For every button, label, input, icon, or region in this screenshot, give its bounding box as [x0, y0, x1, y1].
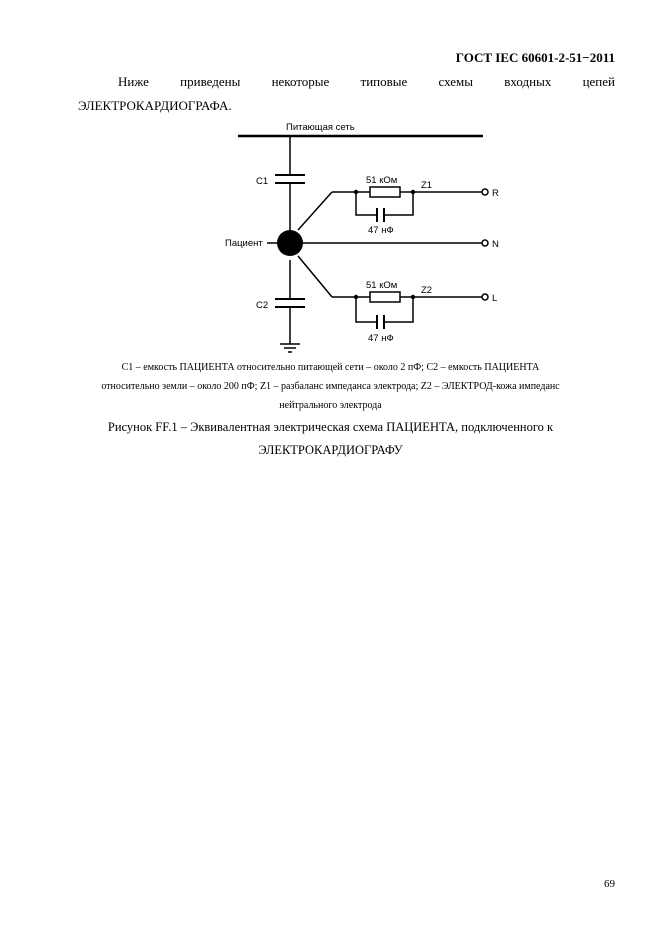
- figure-caption: Рисунок FF.1 – Эквивалентная электрическ…: [40, 416, 621, 462]
- legend-line: нейтрального электрода: [279, 400, 382, 411]
- intro-word: схемы: [438, 74, 474, 89]
- intro-word: Ниже: [118, 74, 149, 89]
- terminal-l-label: L: [492, 293, 497, 304]
- r-capacitor-loop-right: [384, 192, 414, 216]
- legend-line: относительно земли – около 200 пФ; Z1 – …: [101, 381, 560, 392]
- intro-word: типовые: [360, 74, 408, 89]
- figure-legend: С1 – емкость ПАЦИЕНТА относительно питаю…: [60, 358, 601, 415]
- r-junction-right: [410, 189, 416, 195]
- z2-label: Z2: [421, 285, 432, 296]
- z1-label: Z1: [421, 180, 432, 191]
- r-diagonal-wire: [297, 191, 333, 231]
- resistor-bottom-label: 51 кОм: [366, 280, 397, 291]
- legend-line: С1 – емкость ПАЦИЕНТА относительно питаю…: [121, 362, 540, 373]
- patient-node: [277, 230, 303, 256]
- intro-text-line2: ЭЛЕКТРОКАРДИОГРАФА.: [78, 98, 232, 113]
- l-capacitor-loop-left: [355, 297, 377, 323]
- resistor-top-label: 51 кОм: [366, 175, 397, 186]
- l-junction-left: [353, 294, 359, 300]
- r-capacitor-loop-left: [355, 192, 377, 216]
- terminal-l-icon: [481, 293, 489, 301]
- patient-label: Пациент: [225, 238, 263, 249]
- terminal-n-icon: [481, 239, 489, 247]
- c1-label: С1: [256, 176, 268, 187]
- intro-word: цепей: [582, 74, 615, 89]
- intro-word: некоторые: [271, 74, 330, 89]
- equivalent-circuit-diagram: Питающая сеть С1 С2 Пациент 51 кОм 47 нФ…: [225, 122, 499, 353]
- terminal-n-label: N: [492, 239, 499, 250]
- capacitor-top-label: 47 нФ: [368, 225, 394, 236]
- page-number: 69: [604, 878, 615, 890]
- r-junction-left: [353, 189, 359, 195]
- c2-label: С2: [256, 300, 268, 311]
- terminal-r-icon: [481, 188, 489, 196]
- terminal-r-label: R: [492, 188, 499, 199]
- standard-number: ГОСТ IEC 60601-2-51−2011: [455, 50, 615, 65]
- r-resistor-body: [369, 186, 401, 198]
- l-capacitor-loop-right: [384, 297, 414, 323]
- intro-word: приведены: [180, 74, 241, 89]
- intro-word: входных: [504, 74, 552, 89]
- l-junction-right: [410, 294, 416, 300]
- caption-line: Рисунок FF.1 – Эквивалентная электрическ…: [107, 420, 554, 434]
- l-diagonal-wire: [297, 255, 333, 298]
- caption-line: ЭЛЕКТРОКАРДИОГРАФУ: [258, 443, 403, 457]
- capacitor-bottom-label: 47 нФ: [368, 333, 394, 344]
- mains-label: Питающая сеть: [286, 122, 355, 133]
- l-resistor-body: [369, 291, 401, 303]
- intro-text-line1: Ниже приведены некоторые типовые схемы в…: [118, 74, 615, 90]
